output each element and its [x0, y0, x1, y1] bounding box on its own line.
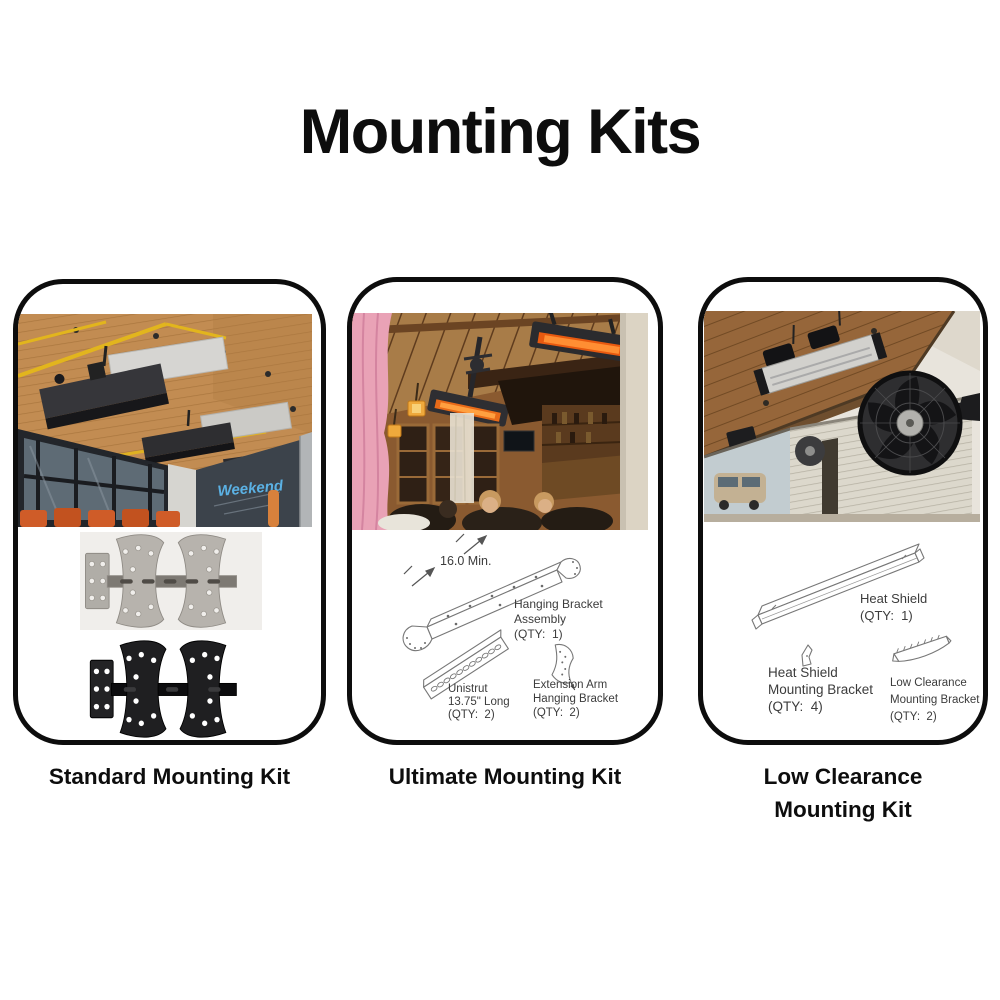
- large-wall-fan: [857, 370, 980, 476]
- pendant-lamps: [387, 382, 426, 438]
- assembly-label-1: Hanging Bracket: [514, 597, 603, 611]
- hanging-heater-mid: [141, 422, 235, 465]
- caption-low-clearance-text: Low Clearance Mounting Kit: [763, 764, 923, 822]
- ceiling-lights: [73, 327, 296, 412]
- heat-shield-label-2: (QTY: 1): [860, 608, 913, 623]
- tv-screen: [503, 430, 535, 452]
- low-clearance-label-1: Low Clearance: [890, 677, 967, 689]
- assembly-label-2: Assembly: [514, 612, 566, 626]
- heat-shield-bracket-drawing: [801, 644, 813, 667]
- heat-shield-label-1: Heat Shield: [860, 591, 927, 606]
- sheer-curtain: [450, 413, 474, 503]
- orange-figure: [268, 490, 279, 527]
- grey-column: [300, 432, 312, 527]
- dark-doorway: [822, 438, 838, 514]
- unistrut-drawing: [423, 629, 509, 700]
- seated-guests: [378, 490, 613, 530]
- low-clearance-label-2: Mounting Bracket: [890, 694, 980, 706]
- extension-arm-bracket-drawing: [551, 643, 576, 691]
- standard-kit-photo: Weekend: [18, 314, 312, 527]
- low-clearance-kit-diagram: Heat Shield (QTY: 1) Heat Shield Mountin…: [751, 543, 980, 723]
- low-clearance-heater: [753, 311, 888, 396]
- card-standard-mounting-kit: Weekend: [13, 279, 326, 745]
- hanging-bracket-assembly-drawing: [402, 533, 581, 652]
- extension-label-3: (QTY: 2): [533, 707, 580, 719]
- extension-label-2: Hanging Bracket: [533, 693, 619, 705]
- unistrut-label-1: Unistrut: [448, 683, 488, 695]
- left-window: [704, 427, 791, 522]
- hanging-heater-large: [39, 361, 170, 430]
- shield-bracket-label-1: Heat Shield: [768, 665, 838, 680]
- low-clearance-kit-photo: [704, 311, 980, 522]
- card-low-clearance-mounting-kit: Heat Shield (QTY: 1) Heat Shield Mountin…: [698, 277, 988, 745]
- hanging-fixture: [463, 336, 493, 398]
- ultimate-kit-diagram: 16.0 Min. Hanging Bracket Assembly (QTY:…: [402, 533, 619, 721]
- low-clearance-label-3: (QTY: 2): [890, 711, 937, 723]
- page-title: Mounting Kits: [299, 97, 702, 167]
- unistrut-label-2: 13.75" Long: [448, 696, 510, 708]
- dimension-label: 16.0 Min.: [440, 554, 491, 568]
- patio-doors: [396, 423, 500, 505]
- caption-standard-mounting-kit: Standard Mounting Kit: [48, 764, 291, 789]
- orange-chairs: [20, 508, 180, 527]
- assembly-label-3: (QTY: 1): [514, 627, 563, 641]
- card-ultimate-mounting-kit: 16.0 Min. Hanging Bracket Assembly (QTY:…: [347, 277, 663, 745]
- heat-shield-drawing: [751, 543, 925, 630]
- shield-bracket-label-2: Mounting Bracket: [768, 682, 873, 697]
- galvanized-bracket-image: [80, 532, 262, 630]
- black-bracket-image: [85, 638, 261, 740]
- low-clearance-bracket-drawing: [892, 634, 952, 662]
- ultimate-kit-photo: [352, 313, 648, 530]
- pink-curtain: [352, 313, 392, 530]
- infrared-heater-right: [529, 313, 636, 363]
- shield-bracket-label-3: (QTY: 4): [768, 699, 823, 714]
- extension-label-1: Extension Arm: [533, 679, 607, 691]
- infrared-heater-center: [427, 389, 510, 427]
- caption-low-clearance-mounting-kit: Low Clearance Mounting Kit: [698, 760, 988, 826]
- window-wall: [18, 429, 170, 527]
- caption-ultimate-mounting-kit: Ultimate Mounting Kit: [388, 764, 622, 789]
- unistrut-label-3: (QTY: 2): [448, 709, 495, 721]
